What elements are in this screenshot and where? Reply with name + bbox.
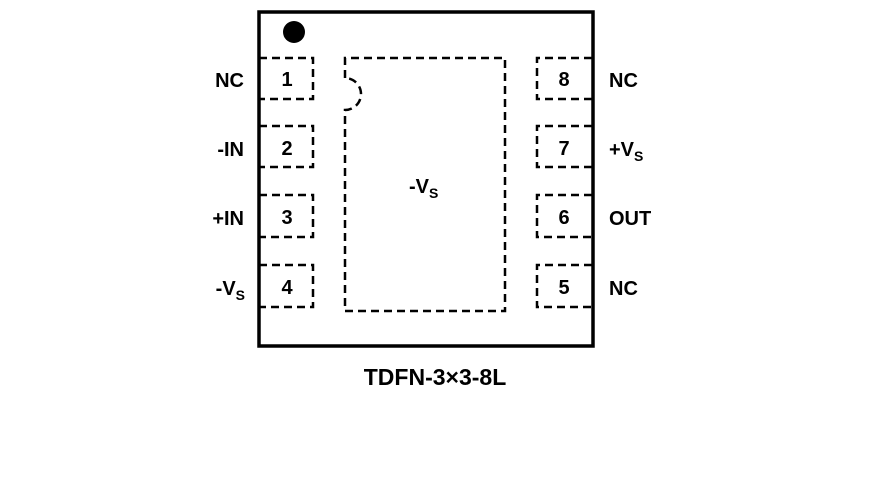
pin-7: 7 +VS [535,124,643,169]
pin-number: 7 [558,138,569,160]
pin-6: 6 OUT [535,193,651,239]
pin-label: -IN [217,139,244,161]
pin-label: -VS [216,278,245,303]
pin-label: NC [609,70,638,92]
pin-label: +IN [212,208,244,230]
pin-number: 3 [281,207,292,229]
pin-label: NC [609,278,638,300]
exposed-pad-label: -VS [409,176,438,201]
pin1-dot-icon [283,21,305,43]
pin-5: 5 NC [535,263,638,309]
pin-number: 4 [281,277,293,299]
pin-label: +VS [609,139,643,164]
pin-pad [535,193,592,239]
pin-pad [259,124,315,169]
package-name: TDFN-3×3-8L [364,364,507,390]
package-outline [257,10,595,348]
pin-pad [535,263,592,309]
pin-pad [259,56,315,101]
pin-4: 4 -VS [216,263,315,309]
pin-3: 3 +IN [212,193,315,239]
pin-pad [535,56,592,101]
pin-8: 8 NC [535,56,638,101]
pin-pad [259,263,315,309]
pin-1: 1 NC [215,56,315,101]
pin-label: NC [215,70,244,92]
pin-pad [259,193,315,239]
pin-pad [535,124,592,169]
pin-number: 2 [281,138,292,160]
pin-number: 6 [558,207,569,229]
pin-2: 2 -IN [217,124,315,169]
pin-number: 5 [558,277,569,299]
pin-number: 1 [281,69,292,91]
exposed-pad [343,56,507,313]
pin-number: 8 [558,69,569,91]
pin-label: OUT [609,208,651,230]
